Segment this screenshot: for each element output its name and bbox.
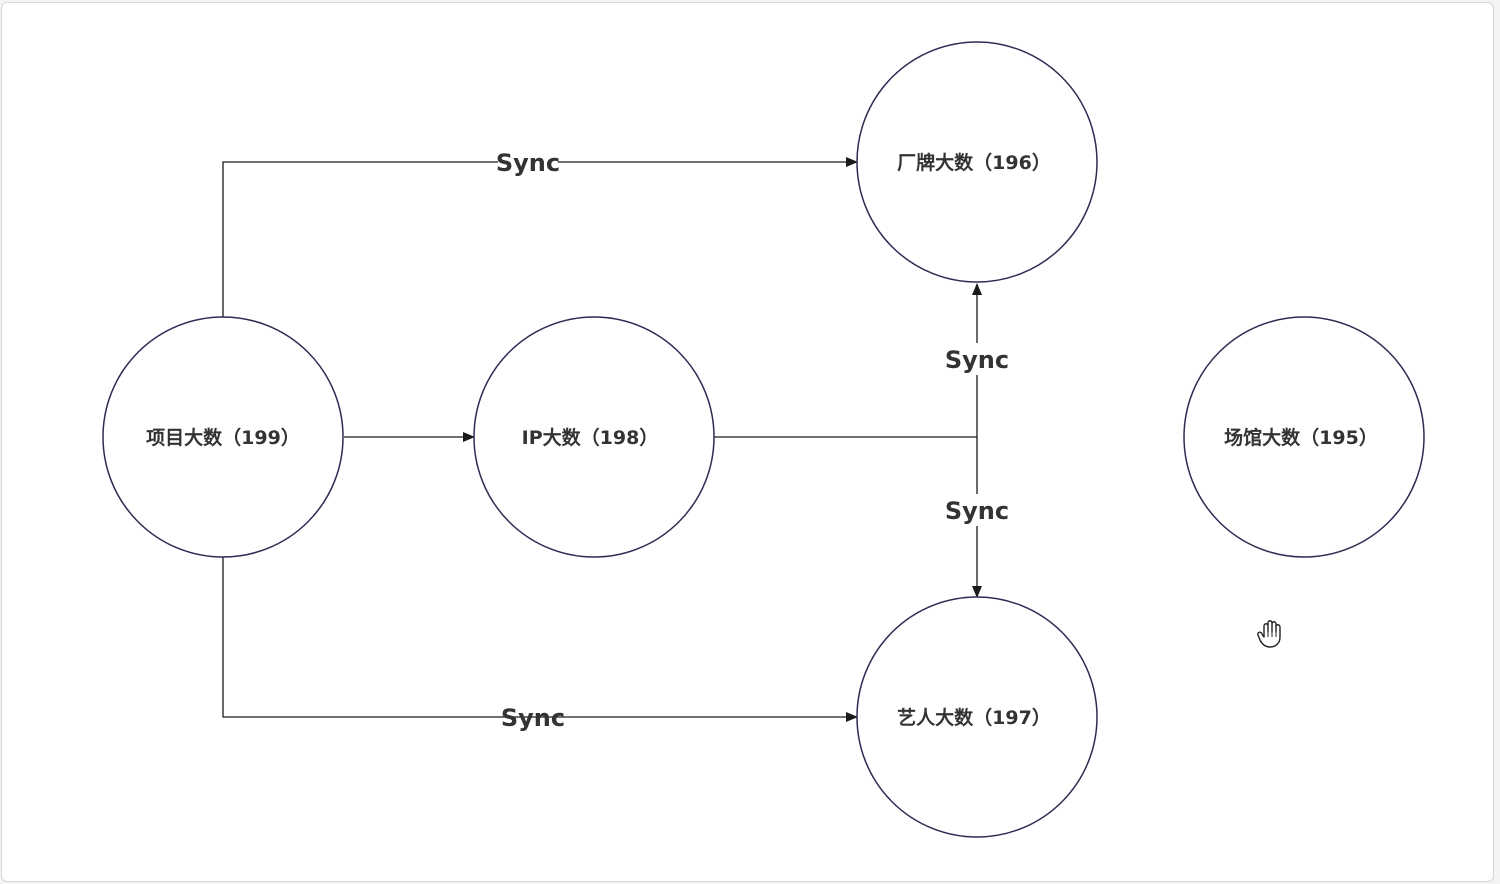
node-venue[interactable]: 场馆大数（195）: [1183, 316, 1425, 558]
edge-project-to-brand[interactable]: [222, 157, 858, 317]
node-brand-label: 厂牌大数（196）: [897, 151, 1051, 174]
edge-labels: Sync Sync Sync Sync: [496, 146, 1009, 732]
node-project-label: 项目大数（199）: [146, 426, 300, 449]
edge-label-ip-artist: Sync: [945, 497, 1009, 525]
node-artist[interactable]: 艺人大数（197）: [856, 596, 1098, 838]
node-venue-label: 场馆大数（195）: [1224, 426, 1378, 449]
node-project[interactable]: 项目大数（199）: [102, 316, 344, 558]
edge-label-project-brand: Sync: [496, 149, 560, 177]
node-ip[interactable]: IP大数（198）: [473, 316, 715, 558]
node-brand[interactable]: 厂牌大数（196）: [856, 41, 1098, 283]
edge-label-project-artist: Sync: [501, 704, 565, 732]
edge-label-ip-brand: Sync: [945, 346, 1009, 374]
node-ip-label: IP大数（198）: [522, 426, 659, 449]
node-artist-label: 艺人大数（197）: [897, 706, 1051, 729]
edge-project-to-artist[interactable]: [222, 557, 858, 722]
hand-grab-icon: [1257, 620, 1281, 648]
